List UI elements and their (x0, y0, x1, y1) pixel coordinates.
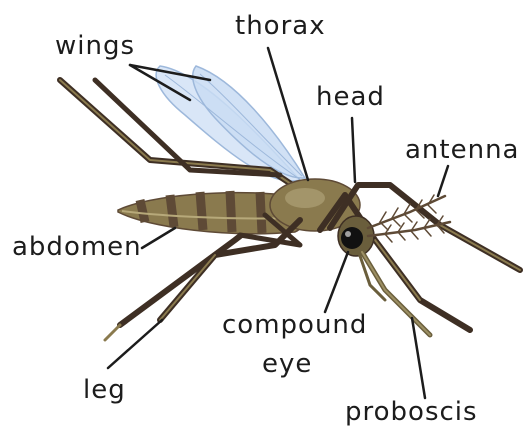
leader-antenna (438, 166, 448, 196)
label-head: head (316, 82, 385, 112)
label-leg: leg (83, 375, 126, 405)
leg-segment (160, 220, 300, 320)
label-abdomen: abdomen (12, 232, 142, 262)
compound-eye-shape (341, 227, 363, 249)
leader-compound-eye (325, 252, 348, 312)
label-thorax: thorax (235, 11, 326, 41)
leg-segment (440, 225, 520, 270)
label-antenna: antenna (405, 135, 520, 165)
leader-abdomen (142, 228, 175, 248)
label-wings: wings (55, 31, 135, 61)
leg-segment (375, 240, 420, 300)
label-compound-eye-line1: compound (222, 310, 367, 340)
leg-segment (105, 325, 120, 340)
label-compound-eye-line2: eye (262, 349, 312, 379)
leader-head (352, 118, 355, 182)
label-proboscis: proboscis (345, 397, 478, 427)
